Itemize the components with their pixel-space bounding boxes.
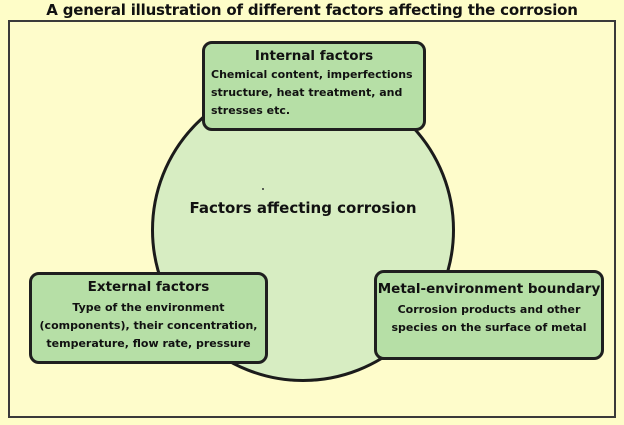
boundary-box: Metal-environment boundary Corrosion pro… xyxy=(374,270,604,360)
boundary-title: Metal-environment boundary xyxy=(377,281,601,297)
external-factors-title: External factors xyxy=(87,279,210,295)
internal-factors-body: Chemical content, imperfections structur… xyxy=(211,68,413,117)
diagram-title: A general illustration of different fact… xyxy=(46,1,578,19)
internal-factors-box: Internal factors Chemical content, imper… xyxy=(202,41,426,131)
external-factors-box: External factors Type of the environment… xyxy=(29,272,268,364)
internal-factors-title: Internal factors xyxy=(254,48,374,64)
external-factors-body: Type of the environment (components), th… xyxy=(39,301,258,350)
center-dot xyxy=(262,188,264,190)
center-label: Factors affecting corrosion xyxy=(189,199,417,217)
boundary-body: Corrosion products and other species on … xyxy=(391,303,587,334)
